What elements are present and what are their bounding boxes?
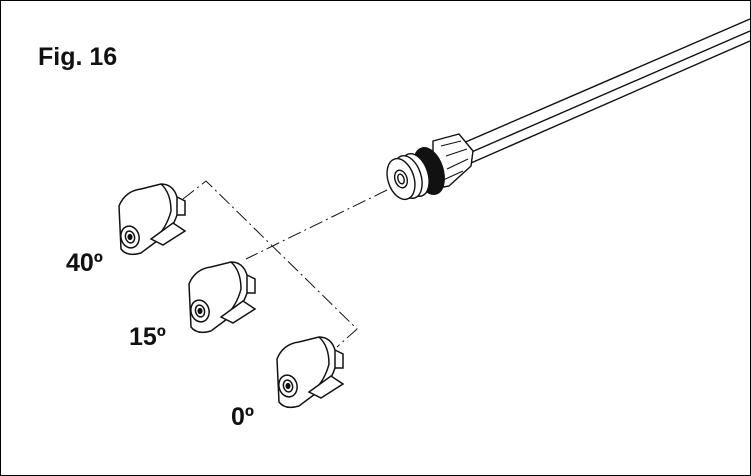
spray-wand (460, 18, 750, 164)
alignment-line (182, 180, 388, 348)
figure-title: Fig. 16 (38, 43, 118, 71)
nozzle-0-degree (276, 336, 345, 409)
nozzle-40-degree (118, 183, 187, 256)
nozzle-label-0: 0º (231, 403, 255, 431)
quick-connect-coupler (386, 133, 474, 201)
nozzle-label-15: 15º (129, 323, 166, 351)
nozzle-15-degree (188, 261, 257, 334)
nozzle-label-40: 40º (66, 249, 103, 277)
